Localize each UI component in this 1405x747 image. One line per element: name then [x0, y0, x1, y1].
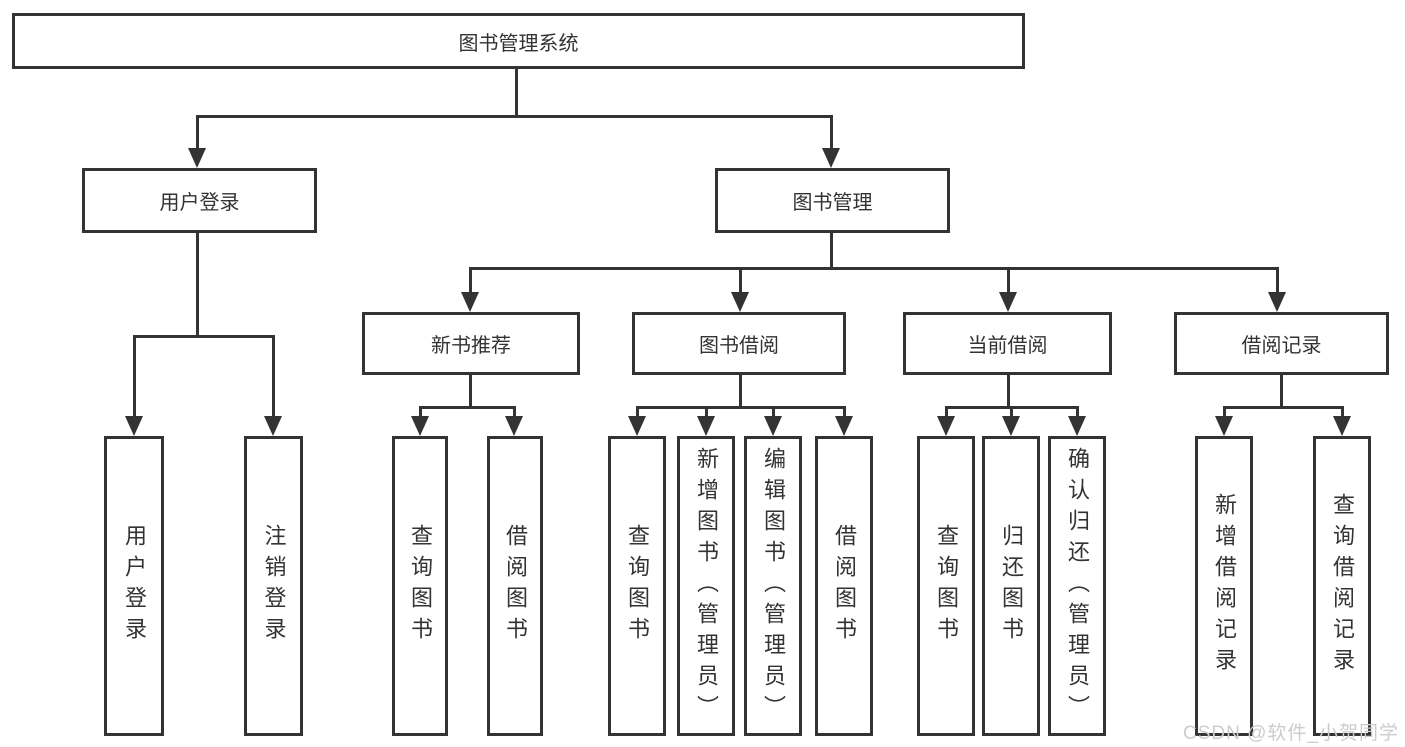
- leaf-query-borrow-record: 查询借阅记录: [1313, 436, 1371, 736]
- arrow-down-icon: [1215, 416, 1233, 436]
- connector-stem: [419, 406, 422, 416]
- arrow-down-icon: [1333, 416, 1351, 436]
- connector-stem: [705, 406, 708, 416]
- node-label: 查询图书: [625, 524, 650, 648]
- node-label: 新书推荐: [431, 335, 511, 357]
- connector-user-login-trunk: [196, 233, 199, 337]
- connector-branch: [636, 406, 846, 409]
- leaf-query-books-recommend: 查询图书: [392, 436, 448, 736]
- connector-stem: [1341, 406, 1344, 416]
- arrow-down-icon: [188, 148, 206, 168]
- connector-book-management-trunk: [830, 233, 833, 269]
- node-label: 用户登录: [159, 192, 240, 214]
- arrow-down-icon: [1068, 416, 1086, 436]
- node-book-borrowing: 图书借阅: [632, 312, 846, 375]
- arrow-down-icon: [505, 416, 523, 436]
- arrow-down-icon: [835, 416, 853, 436]
- node-label: 归还图书: [999, 524, 1024, 648]
- connector-stem: [772, 406, 775, 416]
- arrow-down-icon: [461, 292, 479, 312]
- connector-stem: [513, 406, 516, 416]
- arrow-down-icon: [125, 416, 143, 436]
- connector-stem: [830, 115, 833, 149]
- connector-stem: [196, 115, 199, 149]
- arrow-down-icon: [697, 416, 715, 436]
- connector-stem: [1223, 406, 1226, 416]
- leaf-confirm-return-admin: 确认归还（管理员）: [1048, 436, 1106, 736]
- node-label: 图书管理: [792, 192, 873, 214]
- connector-stem: [843, 406, 846, 416]
- connector-trunk: [739, 375, 742, 408]
- leaf-user-login: 用户登录: [104, 436, 164, 736]
- connector-stem: [1010, 406, 1013, 416]
- node-label: 注销登录: [261, 524, 287, 648]
- arrow-down-icon: [264, 416, 282, 436]
- node-label: 图书借阅: [699, 335, 779, 357]
- connector-trunk: [1280, 375, 1283, 408]
- node-current-borrowing: 当前借阅: [903, 312, 1112, 375]
- node-label: 借阅图书: [503, 524, 528, 648]
- node-new-book-recommendation: 新书推荐: [362, 312, 580, 375]
- connector-stem: [1276, 267, 1279, 292]
- connector-stem: [636, 406, 639, 416]
- connector-stem: [945, 406, 948, 416]
- node-label: 新增图书（管理员）: [694, 446, 719, 726]
- arrow-down-icon: [764, 416, 782, 436]
- node-book-management: 图书管理: [715, 168, 950, 233]
- node-label: 借阅图书: [832, 524, 857, 648]
- connector-user-login-branch: [133, 335, 275, 338]
- connector-book-management-branch: [469, 267, 1279, 270]
- connector-stem: [1076, 406, 1079, 416]
- connector-root-trunk: [515, 68, 518, 117]
- connector-stem: [469, 267, 472, 292]
- leaf-return-books: 归还图书: [982, 436, 1040, 736]
- arrow-down-icon: [1268, 292, 1286, 312]
- node-label: 查询图书: [934, 524, 959, 648]
- connector-stem: [133, 335, 136, 416]
- node-library-management-system: 图书管理系统: [12, 13, 1025, 69]
- node-borrowing-records: 借阅记录: [1174, 312, 1389, 375]
- arrow-down-icon: [1002, 416, 1020, 436]
- node-label: 确认归还（管理员）: [1065, 446, 1090, 726]
- connector-trunk: [469, 375, 472, 408]
- node-label: 新增借阅记录: [1212, 493, 1237, 679]
- arrow-down-icon: [628, 416, 646, 436]
- arrow-down-icon: [822, 148, 840, 168]
- connector-stem: [739, 267, 742, 292]
- arrow-down-icon: [731, 292, 749, 312]
- leaf-add-borrow-record: 新增借阅记录: [1195, 436, 1253, 736]
- leaf-query-books-current: 查询图书: [917, 436, 975, 736]
- node-label: 查询借阅记录: [1330, 493, 1355, 679]
- leaf-logout: 注销登录: [244, 436, 303, 736]
- node-label: 当前借阅: [967, 335, 1048, 357]
- arrow-down-icon: [937, 416, 955, 436]
- node-label: 用户登录: [122, 524, 147, 648]
- node-label: 借阅记录: [1241, 335, 1322, 357]
- connector-root-branch: [196, 115, 832, 118]
- leaf-borrow-books: 借阅图书: [815, 436, 873, 736]
- connector-stem: [272, 335, 275, 416]
- node-label: 编辑图书（管理员）: [761, 446, 786, 726]
- leaf-edit-books-admin: 编辑图书（管理员）: [744, 436, 802, 736]
- arrow-down-icon: [411, 416, 429, 436]
- csdn-watermark: CSDN @软件_小贺同学: [1183, 723, 1399, 744]
- leaf-query-books-borrowing: 查询图书: [608, 436, 666, 736]
- connector-branch: [1223, 406, 1344, 409]
- connector-trunk: [1007, 375, 1010, 408]
- connector-stem: [1007, 267, 1010, 292]
- leaf-add-books-admin: 新增图书（管理员）: [677, 436, 735, 736]
- leaf-borrow-books-recommend: 借阅图书: [487, 436, 543, 736]
- node-user-login: 用户登录: [82, 168, 317, 233]
- connector-branch: [419, 406, 516, 409]
- node-label: 图书管理系统: [458, 32, 579, 55]
- node-label: 查询图书: [408, 524, 433, 648]
- arrow-down-icon: [999, 292, 1017, 312]
